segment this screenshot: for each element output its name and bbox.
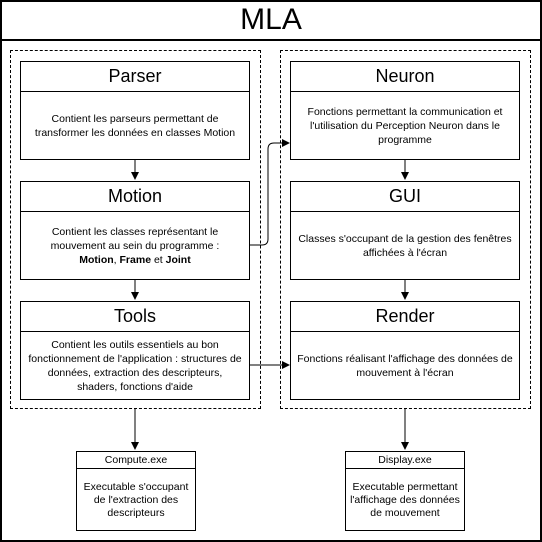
- gui-description: Classes s'occupant de la gestion des fen…: [298, 232, 512, 259]
- motion-keyword-joint: Joint: [165, 253, 191, 266]
- motion-description-text: Contient les classes représentant le mou…: [50, 225, 220, 252]
- compute-exe-box: Compute.exe Executable s'occupant de l'e…: [76, 451, 196, 531]
- neuron-description: Fonctions permettant la communication et…: [307, 105, 503, 146]
- tools-description: Contient les outils essentiels au bon fo…: [28, 338, 242, 393]
- render-title: Render: [291, 302, 519, 332]
- left-module-group: [10, 50, 261, 409]
- motion-separator-1: ,: [113, 253, 120, 266]
- motion-description: Contient les classes représentant le mou…: [27, 212, 243, 279]
- tools-title: Tools: [21, 302, 249, 332]
- motion-box: Motion Contient les classes représentant…: [20, 181, 250, 280]
- right-module-group: [280, 50, 531, 409]
- compute-exe-description: Executable s'occupant de l'extraction de…: [83, 480, 189, 519]
- neuron-box: Neuron Fonctions permettant la communica…: [290, 61, 520, 160]
- tools-box: Tools Contient les outils essentiels au …: [20, 301, 250, 400]
- gui-box: GUI Classes s'occupant de la gestion des…: [290, 181, 520, 280]
- display-exe-title: Display.exe: [346, 452, 464, 469]
- motion-title: Motion: [21, 182, 249, 212]
- diagram-title-bar: MLA: [0, 0, 542, 41]
- render-box: Render Fonctions réalisant l'affichage d…: [290, 301, 520, 400]
- motion-keyword-motion: Motion: [79, 253, 114, 266]
- diagram-title: MLA: [240, 2, 302, 36]
- compute-exe-title: Compute.exe: [77, 452, 195, 469]
- display-exe-description: Executable permettant l'affichage des do…: [350, 480, 460, 519]
- neuron-title: Neuron: [291, 62, 519, 92]
- render-description: Fonctions réalisant l'affichage des donn…: [297, 352, 513, 379]
- parser-description: Contient les parseurs permettant de tran…: [34, 112, 236, 139]
- display-exe-box: Display.exe Executable permettant l'affi…: [345, 451, 465, 531]
- motion-keyword-frame: Frame: [119, 253, 152, 266]
- arrow-motion-to-neuron: [250, 139, 290, 246]
- gui-title: GUI: [291, 182, 519, 212]
- motion-separator-2: et: [151, 253, 166, 266]
- parser-box: Parser Contient les parseurs permettant …: [20, 61, 250, 160]
- parser-title: Parser: [21, 62, 249, 92]
